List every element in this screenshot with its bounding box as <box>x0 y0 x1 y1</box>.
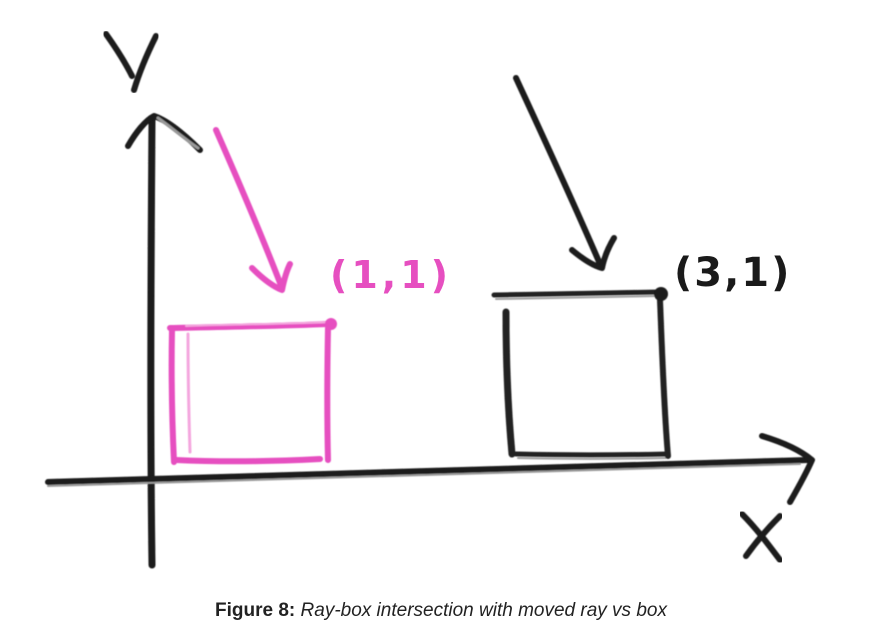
box-a-corner-label: (1,1) <box>330 253 452 297</box>
ray-arrow-b <box>513 75 617 271</box>
figure-caption: Figure 8: Ray-box intersection with move… <box>0 600 882 622</box>
x-axis-label <box>739 511 783 563</box>
caption-text: Ray-box intersection with moved ray vs b… <box>300 600 667 621</box>
caption-label: Figure 8: <box>215 600 296 621</box>
box-a-corner-dot <box>325 318 337 330</box>
x-axis <box>45 433 815 505</box>
box-a <box>167 318 337 465</box>
box-b-corner-dot <box>654 287 668 301</box>
y-axis <box>125 113 203 569</box>
y-axis-label <box>103 31 159 93</box>
ray-arrow-a <box>213 127 293 293</box>
box-b <box>491 287 671 460</box>
box-b-corner-label: (3,1) <box>674 250 791 296</box>
